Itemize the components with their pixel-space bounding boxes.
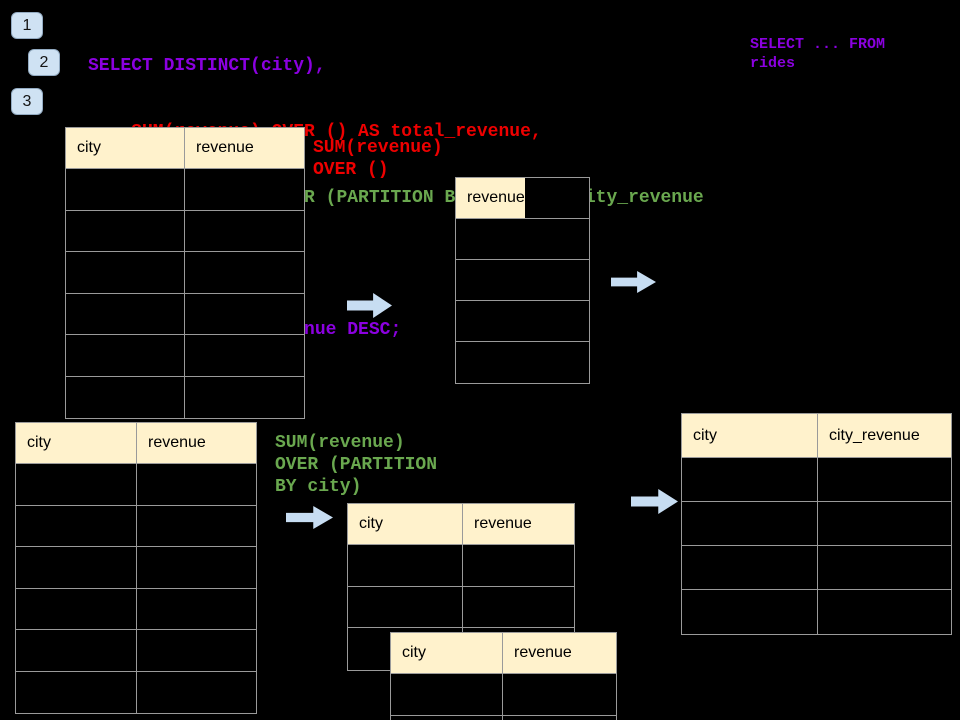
table-cell-empty	[16, 671, 137, 713]
table-cell-empty	[391, 716, 503, 720]
table-row	[16, 505, 256, 547]
table-cell-empty	[682, 546, 818, 589]
table-cell-empty	[682, 458, 818, 501]
table-cell-empty	[16, 464, 137, 505]
table-cell-empty	[16, 630, 137, 671]
table-cell-empty	[818, 502, 951, 545]
table-cell-empty	[348, 545, 463, 586]
table-row	[391, 674, 616, 716]
table-cell-empty	[503, 716, 616, 720]
table-cell-empty	[16, 588, 137, 629]
table-row	[456, 301, 589, 342]
table-row	[16, 547, 256, 589]
table-cell-empty	[66, 169, 185, 210]
table-cell-empty	[137, 589, 256, 630]
select-from-rides-note: SELECT ... FROM rides	[750, 36, 886, 72]
table-row	[348, 545, 574, 587]
table-cell-empty	[137, 506, 256, 547]
sql-line-select: SELECT DISTINCT(city),	[88, 56, 326, 76]
column-header-city: city	[16, 423, 137, 463]
table-row	[682, 546, 951, 590]
table-row	[16, 630, 256, 672]
column-header-city: city	[391, 633, 503, 673]
table-cell-empty	[66, 376, 185, 418]
right-arrow-icon	[286, 506, 333, 529]
table-cell-empty	[463, 545, 574, 586]
table-row	[66, 210, 304, 252]
table-row	[66, 376, 304, 419]
table-cell-empty	[391, 674, 503, 715]
column-header-revenue: revenue	[185, 128, 304, 168]
column-header-revenue: revenue	[456, 178, 525, 218]
table-cell-empty	[137, 630, 256, 671]
table-cell-empty	[682, 590, 818, 634]
table-cell-empty	[185, 294, 304, 335]
table-cell-empty	[348, 586, 463, 627]
table-row	[16, 671, 256, 714]
table-cell-empty	[66, 252, 185, 293]
table-cell-empty	[66, 293, 185, 334]
column-header-city: city	[682, 414, 818, 457]
table-cell-empty	[818, 458, 951, 501]
table-cell-empty	[503, 674, 616, 715]
table-header-row: revenue	[456, 178, 589, 219]
step-badge-1: 1	[11, 12, 43, 39]
table-cell-empty	[463, 587, 574, 628]
table-cell-empty	[818, 546, 951, 589]
column-header-revenue: revenue	[503, 633, 616, 673]
column-header-city-revenue: city_revenue	[818, 414, 951, 457]
column-header-city: city	[348, 504, 463, 544]
step-badge-2: 2	[28, 49, 60, 76]
table-cell-empty	[16, 505, 137, 546]
table-cell-empty	[185, 377, 304, 419]
table-row	[66, 169, 304, 211]
table-cell-empty	[137, 464, 256, 505]
table-row	[348, 586, 574, 628]
table-row	[16, 588, 256, 630]
right-arrow-icon	[631, 489, 678, 514]
total-revenue-annotation: SUM(revenue) OVER ()	[313, 138, 443, 180]
table-cell-empty	[818, 590, 951, 634]
partition-annotation: SUM(revenue) OVER (PARTITION BY city)	[275, 433, 438, 497]
table-row	[456, 219, 589, 260]
table-cell-empty	[185, 169, 304, 210]
table-row	[66, 293, 304, 335]
table-row	[456, 342, 589, 383]
table-row	[66, 252, 304, 294]
table-total-revenue-result: revenue	[455, 177, 590, 384]
table-row	[456, 260, 589, 301]
table-cell-empty	[66, 210, 185, 251]
table-cell-empty	[16, 547, 137, 588]
table-row	[66, 335, 304, 377]
table-row	[682, 590, 951, 634]
column-header-revenue: revenue	[137, 423, 256, 463]
table-cell-empty	[137, 672, 256, 714]
table-row	[682, 502, 951, 546]
column-header-revenue: revenue	[463, 504, 574, 544]
table-row	[16, 464, 256, 506]
table-cell-empty	[185, 335, 304, 376]
table-cell-empty	[185, 252, 304, 293]
table-cell-empty	[682, 502, 818, 545]
step-badge-3: 3	[11, 88, 43, 115]
column-header-city: city	[66, 128, 185, 168]
table-cell-empty	[185, 211, 304, 252]
table-cell-empty	[137, 547, 256, 588]
table-row	[391, 716, 616, 720]
table-row	[682, 458, 951, 502]
table-cell-empty	[66, 335, 185, 376]
